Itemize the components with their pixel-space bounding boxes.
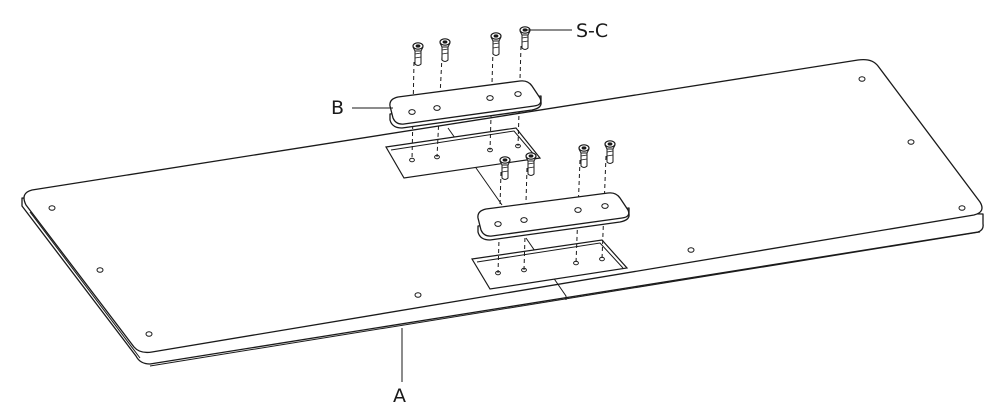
plate-hole bbox=[520, 217, 528, 223]
plate-b-upper bbox=[389, 80, 542, 129]
board-hole bbox=[907, 139, 915, 145]
board-hole bbox=[414, 292, 422, 298]
board-hole bbox=[96, 267, 104, 273]
upper-recess bbox=[385, 127, 542, 179]
plate-hole bbox=[433, 105, 441, 111]
screw-icon bbox=[604, 140, 616, 164]
plate-hole bbox=[601, 203, 609, 209]
lower-recess bbox=[471, 239, 629, 290]
board-holes bbox=[48, 76, 966, 337]
plate-hole bbox=[486, 95, 494, 101]
screw-icon bbox=[412, 42, 424, 66]
plate-hole bbox=[408, 109, 416, 115]
board-hole bbox=[958, 205, 966, 211]
screw-icon bbox=[499, 156, 511, 180]
plate-top bbox=[389, 80, 542, 125]
label-a: A bbox=[393, 385, 406, 407]
screw-icon bbox=[439, 38, 451, 62]
plate-top bbox=[477, 192, 630, 237]
screw-icon bbox=[490, 32, 502, 56]
plate-hole bbox=[514, 91, 522, 97]
screw-icon bbox=[519, 26, 531, 50]
screws-s-c bbox=[412, 26, 616, 180]
plate-hole bbox=[574, 207, 582, 213]
board-bottom-edge bbox=[29, 211, 981, 367]
board-top-face bbox=[23, 58, 983, 354]
plate-b-lower bbox=[477, 192, 630, 241]
label-s-c: S-C bbox=[576, 20, 608, 42]
board-hole bbox=[145, 331, 153, 337]
recess-inner-edge bbox=[390, 130, 537, 158]
label-b: B bbox=[331, 97, 344, 119]
recess-outline bbox=[471, 239, 629, 290]
screw-icon bbox=[578, 144, 590, 168]
recess-inner-edge bbox=[476, 242, 624, 269]
board-hole bbox=[858, 76, 866, 82]
recess-outline bbox=[385, 127, 542, 179]
board-hole bbox=[687, 247, 695, 253]
screw-icon bbox=[525, 152, 537, 176]
labels: A B S-C bbox=[331, 20, 608, 407]
plate-hole bbox=[494, 221, 502, 227]
board-hole bbox=[48, 205, 56, 211]
